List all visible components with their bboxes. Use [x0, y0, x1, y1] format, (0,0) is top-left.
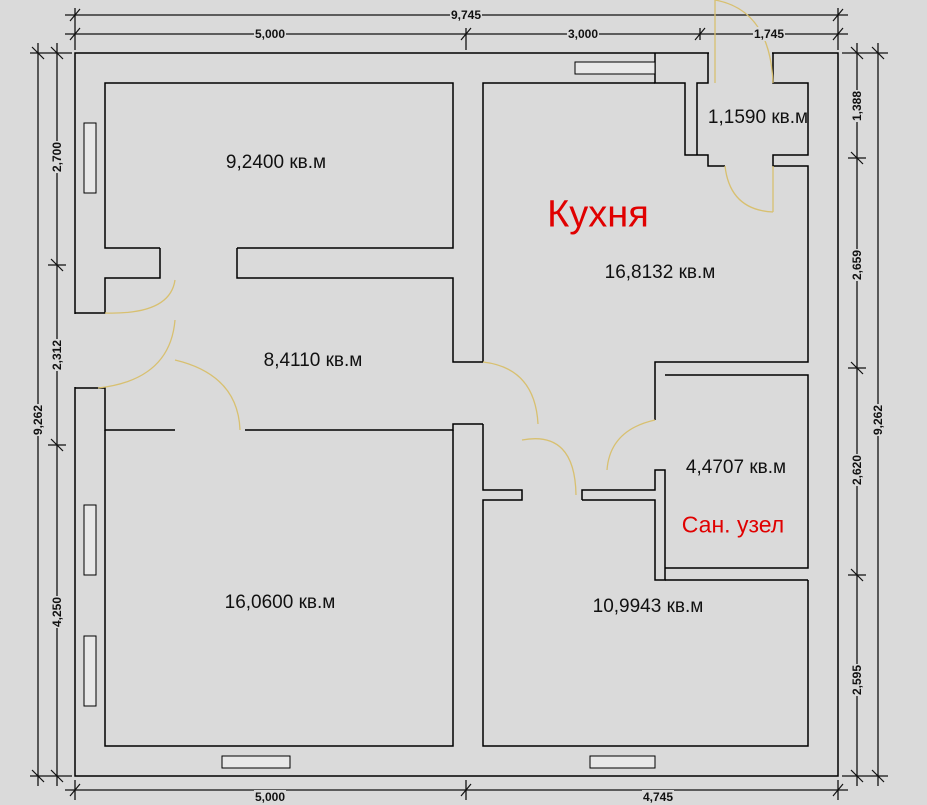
windows — [83, 61, 656, 769]
kitchen-title: Кухня — [547, 193, 649, 236]
dim-left-segment: 2,312 — [50, 338, 64, 372]
room-area-bathroom: 4,4707 кв.м — [685, 457, 787, 478]
room-area-bottom-right: 10,9943 кв.м — [592, 596, 704, 617]
room-area-hall: 8,4110 кв.м — [263, 350, 363, 371]
dim-bottom-segment: 4,745 — [641, 790, 675, 804]
dim-right-segment: 2,595 — [850, 663, 864, 697]
dim-top-segment: 5,000 — [253, 27, 287, 41]
door-swings — [97, 0, 774, 496]
dim-left-segment: 2,700 — [50, 140, 64, 174]
dim-left-segment: 4,250 — [50, 595, 64, 629]
openings — [72, 50, 772, 429]
dim-top-total: 9,745 — [449, 8, 483, 22]
dim-right-total: 9,262 — [871, 403, 885, 437]
dim-right-segment: 1,388 — [850, 89, 864, 123]
room-area-bedroom-top-left: 9,2400 кв.м — [225, 152, 327, 173]
dim-top-segment: 1,745 — [752, 27, 786, 41]
room-area-bedroom-bottom-left: 16,0600 кв.м — [224, 592, 336, 613]
dim-left-total: 9,262 — [31, 403, 45, 437]
dim-top-segment: 3,000 — [566, 27, 600, 41]
room-area-kitchen: 16,8132 кв.м — [604, 262, 716, 283]
room-area-vestibule: 1,1590 кв.м — [707, 107, 809, 128]
dimension-lines — [30, 8, 888, 800]
dim-right-segment: 2,620 — [850, 453, 864, 487]
walls — [74, 52, 839, 777]
dim-bottom-segment: 5,000 — [253, 790, 287, 804]
dim-right-segment: 2,659 — [850, 248, 864, 282]
bathroom-title: Сан. узел — [681, 511, 785, 538]
